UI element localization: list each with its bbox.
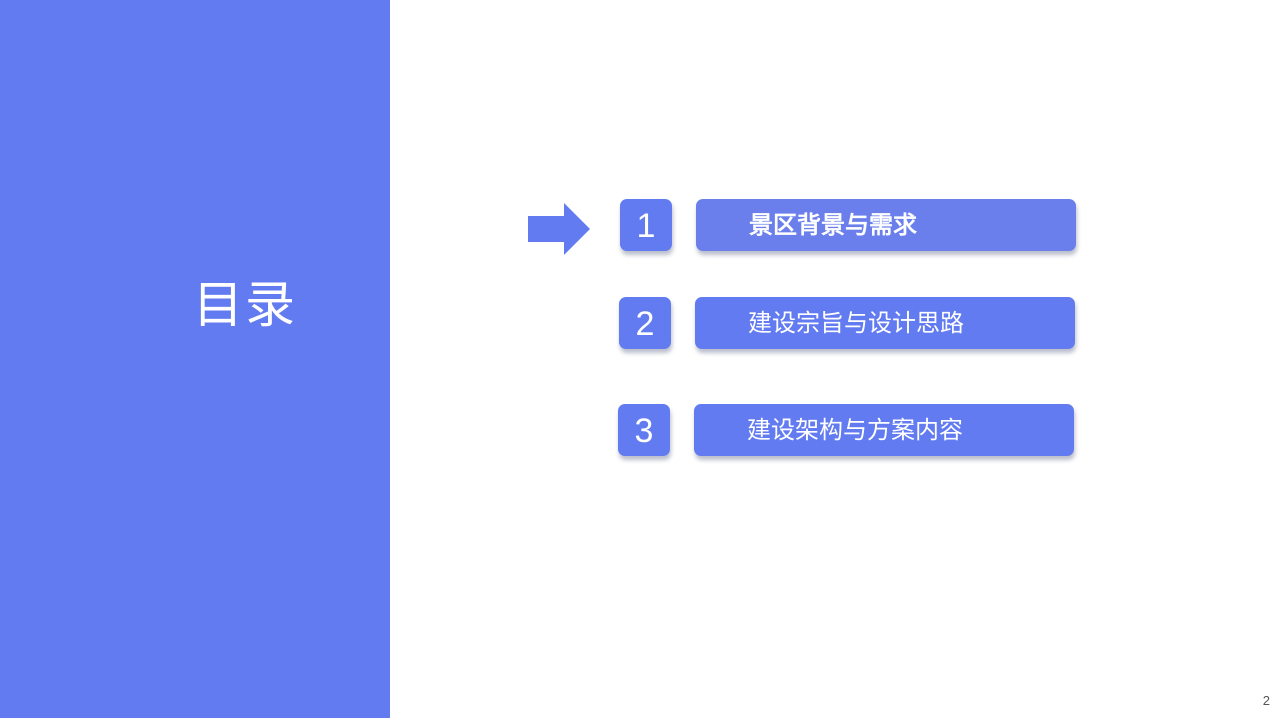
toc-item-2-label[interactable]: 建设宗旨与设计思路 (695, 297, 1075, 349)
toc-title: 目录 (193, 276, 297, 334)
toc-item-3-label[interactable]: 建设架构与方案内容 (694, 404, 1074, 456)
arrow-right-icon (528, 203, 590, 255)
toc-item-2-number[interactable]: 2 (619, 297, 671, 349)
page-number: 2 (1262, 693, 1270, 708)
toc-item-3-number[interactable]: 3 (618, 404, 670, 456)
toc-item-1-number[interactable]: 1 (620, 199, 672, 251)
toc-item-1-label[interactable]: 景区背景与需求 (696, 199, 1076, 251)
left-panel (0, 0, 390, 718)
